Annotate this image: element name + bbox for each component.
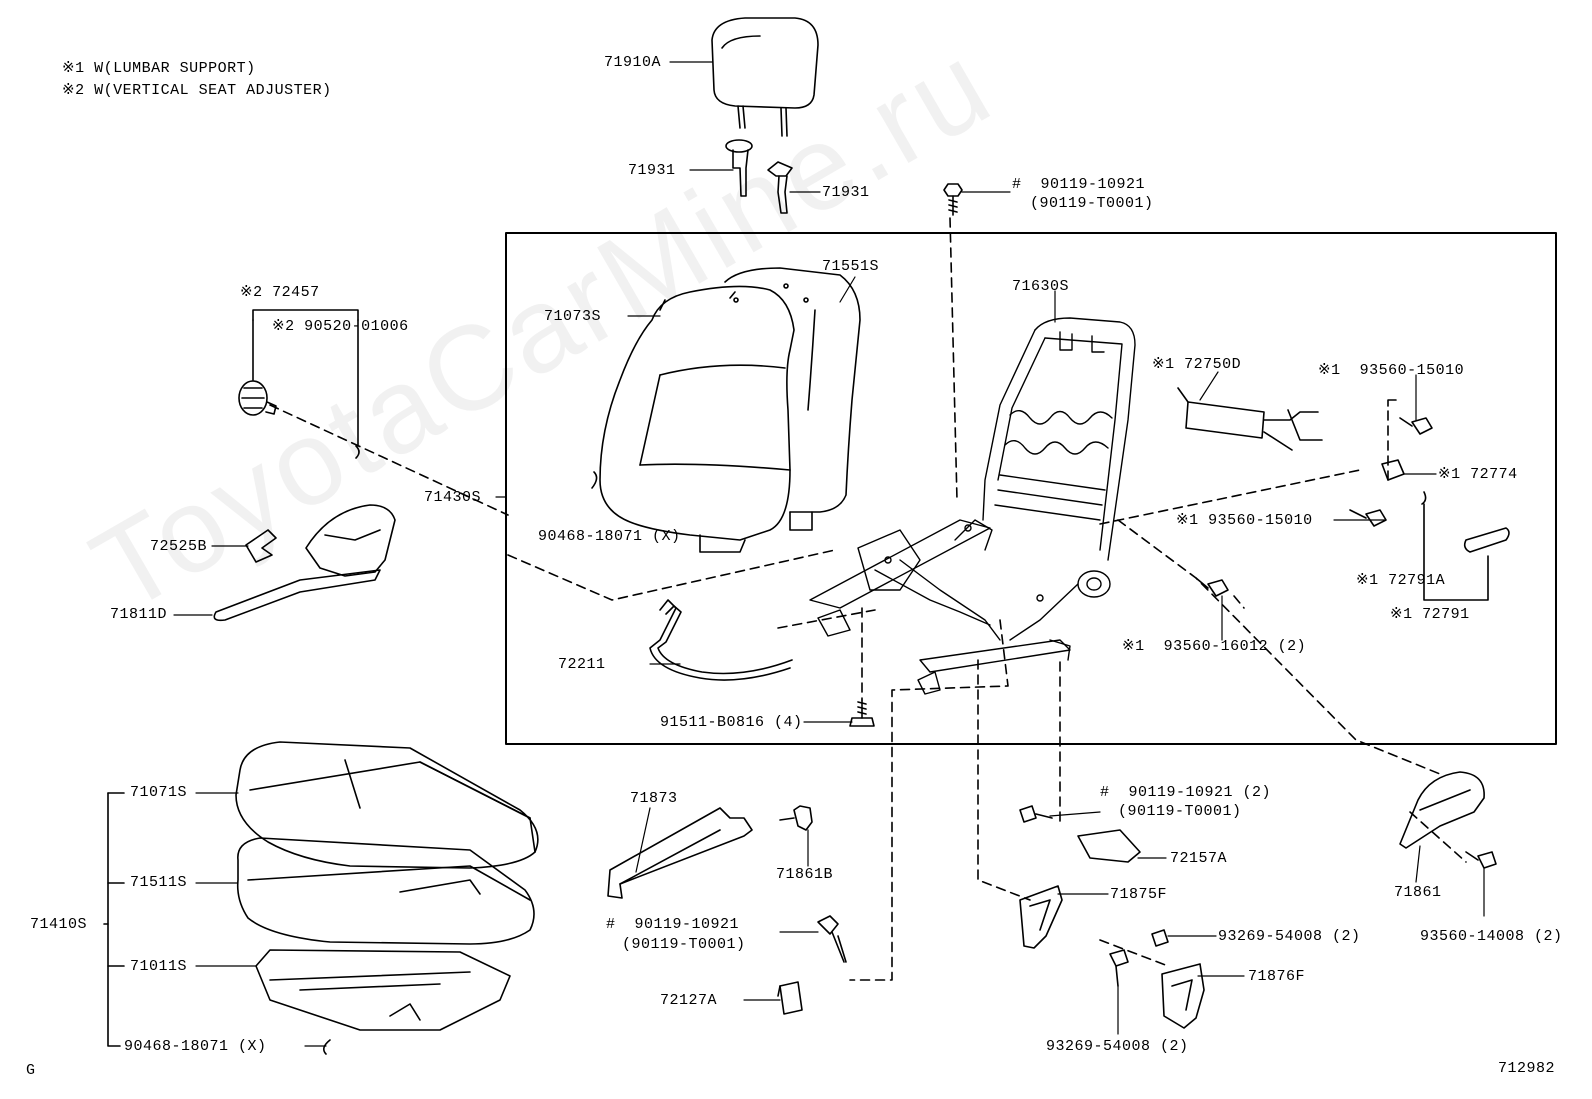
seat-cover-bracket-71873-drawing [607, 807, 753, 899]
part-label-71931-right[interactable]: 71931 [822, 184, 870, 201]
part-label-90119-mid[interactable]: # 90119-10921 (2) [1100, 784, 1272, 801]
part-label-93560-14008[interactable]: 93560-14008 (2) [1420, 928, 1563, 945]
screw-93560-14008-drawing [1465, 851, 1497, 869]
seatback-assembly-frame [505, 232, 1557, 745]
headrest-71910a-drawing [711, 17, 819, 137]
part-label-90468-18071-top[interactable]: 90468-18071 (X) [538, 528, 681, 545]
adjuster-knob-72457-drawing [238, 380, 277, 416]
part-label-72157a[interactable]: 72157A [1170, 850, 1228, 867]
side-cover-71861-drawing [1399, 771, 1485, 849]
part-label-71811d[interactable]: 71811D [110, 606, 168, 623]
part-label-93560-15010-a[interactable]: ※1 93560-15010 [1318, 362, 1465, 379]
cover-71875f-drawing [1019, 885, 1063, 949]
clip-90468-top-drawing [591, 471, 598, 489]
part-label-72525b[interactable]: 72525B [150, 538, 208, 555]
seatback-frame-71630s-drawing [982, 317, 1136, 641]
cover-71811d-drawing [213, 504, 396, 622]
part-label-93269-54008-bottom[interactable]: 93269-54008 (2) [1046, 1038, 1189, 1055]
screw-93560-15010-a-drawing [1399, 417, 1433, 435]
knob-72791-drawing [1463, 527, 1510, 553]
part-label-71630s[interactable]: 71630S [1012, 278, 1070, 295]
part-label-71410s[interactable]: 71410S [30, 916, 88, 933]
legend-note-2: ※2 W(VERTICAL SEAT ADJUSTER) [62, 82, 332, 99]
bolt-90119-lower-drawing [817, 915, 847, 963]
seat-track-drawing [809, 519, 1071, 695]
part-label-72127a[interactable]: 72127A [660, 992, 718, 1009]
part-label-72791a[interactable]: ※1 72791A [1356, 572, 1446, 589]
part-label-71073s[interactable]: 71073S [544, 308, 602, 325]
seatback-pad-71551s-drawing [724, 267, 861, 531]
part-label-72750d[interactable]: ※1 72750D [1152, 356, 1242, 373]
part-label-90119-low-alt[interactable]: (90119-T0001) [622, 936, 746, 953]
part-label-71011s[interactable]: 71011S [130, 958, 188, 975]
seatback-cover-71073s-drawing [599, 285, 795, 553]
cover-72157a-drawing [1077, 829, 1141, 863]
clip-72791a-drawing [1421, 491, 1427, 505]
part-label-71511s[interactable]: 71511S [130, 874, 188, 891]
part-label-71430s[interactable]: 71430S [424, 489, 482, 506]
screw-93269-a-drawing [1151, 929, 1169, 947]
clip-72525b-drawing [245, 529, 277, 563]
clip-90468-bottom-drawing [322, 1039, 331, 1055]
screw-93269-b-drawing [1109, 949, 1129, 987]
headrest-guide-right-drawing [767, 161, 793, 214]
diagram-number: 712982 [1498, 1060, 1556, 1077]
part-label-71873[interactable]: 71873 [630, 790, 678, 807]
part-label-71931-left[interactable]: 71931 [628, 162, 676, 179]
legend-note-1: ※1 W(LUMBAR SUPPORT) [62, 60, 256, 77]
part-label-71071s[interactable]: 71071S [130, 784, 188, 801]
part-label-90468-18071-bottom[interactable]: 90468-18071 (X) [124, 1038, 267, 1055]
release-lever-72211-drawing [649, 599, 793, 681]
seat-pad-71511s-drawing [236, 837, 535, 945]
part-label-93560-15010-b[interactable]: ※1 93560-15010 [1176, 512, 1313, 529]
headrest-guide-left-drawing [725, 139, 753, 197]
part-label-71551s[interactable]: 71551S [822, 258, 880, 275]
seat-cover-71071s-drawing [235, 741, 539, 869]
dashed-leader-lines [269, 404, 1467, 981]
part-label-72457[interactable]: ※2 72457 [240, 284, 320, 301]
screw-93560-16012-drawing [1195, 577, 1229, 597]
part-label-71861[interactable]: 71861 [1394, 884, 1442, 901]
part-label-71875f[interactable]: 71875F [1110, 886, 1168, 903]
part-label-90119-mid-alt[interactable]: (90119-T0001) [1118, 803, 1242, 820]
seat-pan-71011s-drawing [255, 949, 511, 1031]
part-label-71876f[interactable]: 71876F [1248, 968, 1306, 985]
part-label-71910a[interactable]: 71910A [604, 54, 662, 71]
cover-71876f-drawing [1161, 963, 1205, 1029]
part-label-93269-54008-right[interactable]: 93269-54008 (2) [1218, 928, 1361, 945]
part-label-72774[interactable]: ※1 72774 [1438, 466, 1518, 483]
clip-71861b-drawing [779, 805, 813, 831]
part-label-93560-16012[interactable]: ※1 93560-16012 (2) [1122, 638, 1307, 655]
solid-leader-lines [173, 61, 1485, 1047]
part-label-90119-top[interactable]: # 90119-10921 [1012, 176, 1146, 193]
part-label-72211[interactable]: 72211 [558, 656, 606, 673]
bolt-91511-drawing [849, 699, 875, 727]
part-label-72791[interactable]: ※1 72791 [1390, 606, 1470, 623]
bolt-90119-mid-drawing [1019, 805, 1053, 823]
bolt-top-drawing [943, 183, 963, 216]
part-label-71861b[interactable]: 71861B [776, 866, 834, 883]
part-label-91511-b0816[interactable]: 91511-B0816 (4) [660, 714, 803, 731]
lumbar-module-72750d-drawing [1177, 387, 1323, 451]
part-label-90119-top-alt[interactable]: (90119-T0001) [1030, 195, 1154, 212]
part-label-90119-low[interactable]: # 90119-10921 [606, 916, 740, 933]
screw-93560-15010-b-drawing [1349, 509, 1387, 527]
cap-72127a-drawing [777, 981, 803, 1015]
footer-code: G [26, 1062, 36, 1079]
lumbar-switch-72774-drawing [1381, 459, 1405, 481]
part-label-90520-01006[interactable]: ※2 90520-01006 [272, 318, 409, 335]
